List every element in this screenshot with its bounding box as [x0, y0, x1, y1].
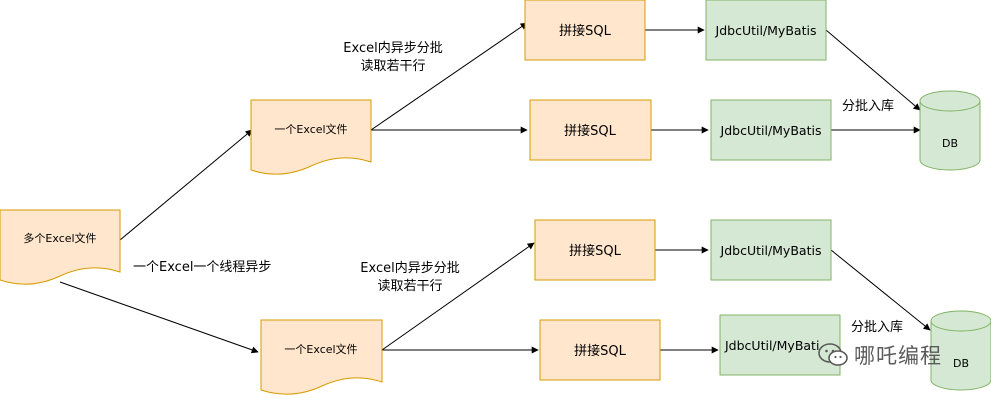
arrow-mapper3-to-db2: [830, 249, 931, 331]
arrow-source-to-file-top: [119, 129, 253, 241]
batch-insert-label-bottom: 分批入库: [851, 319, 903, 335]
sql-box-3-label: 拼接SQL: [569, 243, 621, 259]
sql-box-4-label: 拼接SQL: [574, 343, 626, 359]
arrow-file2-to-sql3: [381, 242, 535, 351]
sql-box-4[interactable]: [539, 319, 661, 381]
arrow-source-to-file-bottom: [59, 281, 259, 354]
excel-file-1-shape[interactable]: [250, 99, 372, 175]
source-document-label: 多个Excel文件: [23, 231, 96, 245]
async-batch-label-bottom-line1: Excel内异步分批: [360, 260, 459, 276]
arrow-file1-to-sql1: [370, 22, 528, 131]
excel-file-2-shape[interactable]: [260, 319, 383, 395]
db-cylinder-1[interactable]: [919, 90, 981, 171]
db-1-label: DB: [942, 137, 958, 150]
watermark-text: 哪吒编程: [854, 344, 942, 368]
db-cylinder-2[interactable]: [930, 310, 991, 391]
arrow-mapper1-to-db1: [825, 29, 921, 111]
async-batch-label-top-line2: 读取若干行: [360, 58, 425, 74]
mapper-box-1-label: JdbcUtil/MyBatis: [715, 23, 817, 38]
mapper-box-3[interactable]: [710, 219, 832, 281]
mapper-box-1[interactable]: [705, 0, 827, 61]
sql-box-2-label: 拼接SQL: [564, 123, 616, 139]
thread-async-label: 一个Excel一个线程异步: [133, 260, 271, 275]
excel-file-2-label: 一个Excel文件: [284, 342, 357, 356]
async-batch-label-bottom-line2: 读取若干行: [377, 278, 442, 294]
sql-box-1-label: 拼接SQL: [559, 23, 611, 39]
mapper-box-2[interactable]: [710, 99, 832, 161]
async-batch-label-top-line1: Excel内异步分批: [343, 40, 442, 56]
mapper-box-2-label: JdbcUtil/MyBatis: [720, 123, 822, 138]
mapper-box-3-label: JdbcUtil/MyBatis: [720, 243, 822, 258]
excel-file-1-label: 一个Excel文件: [274, 122, 347, 136]
db-2-label: DB: [953, 357, 969, 370]
sql-box-2[interactable]: [529, 99, 652, 161]
wechat-icon: [818, 343, 848, 366]
batch-insert-label-top: 分批入库: [842, 98, 894, 114]
mapper-box-4-label: JdbcUtil/MyBati: [724, 338, 819, 353]
sql-box-1[interactable]: [524, 0, 646, 61]
source-document-shape[interactable]: [0, 209, 121, 285]
watermark: 哪吒编程: [818, 340, 942, 370]
sql-box-3[interactable]: [534, 219, 656, 281]
mapper-box-4[interactable]: [719, 314, 841, 376]
